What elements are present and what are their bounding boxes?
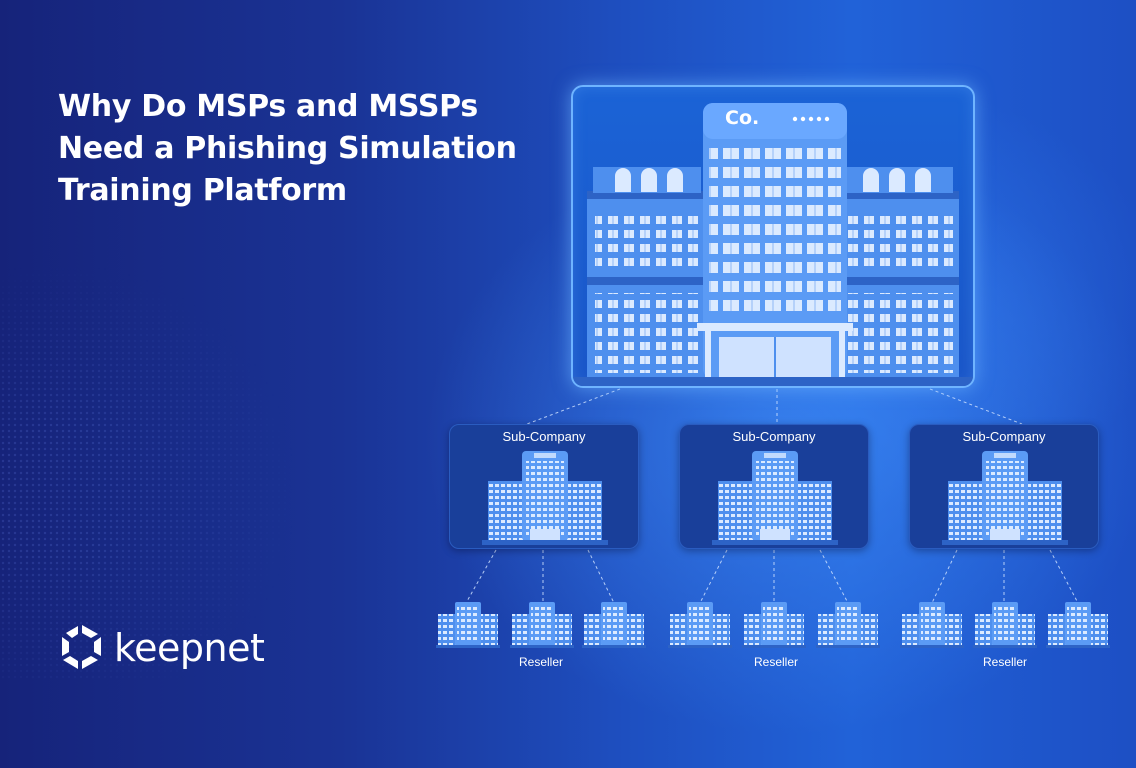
- reseller-building: [436, 600, 500, 648]
- connector-main-right: [929, 388, 1023, 425]
- keepnet-logo: keepnet: [58, 618, 265, 678]
- page-title: Why Do MSPs and MSSPs Need a Phishing Si…: [58, 86, 558, 212]
- title-line-1: Why Do MSPs and MSSPs: [58, 89, 478, 124]
- connector-main-left: [526, 388, 621, 425]
- reseller-building: [668, 600, 732, 648]
- connector-sub3-r3: [1049, 549, 1079, 604]
- keepnet-hexagon-icon: [62, 625, 101, 669]
- brand-name: keepnet: [114, 626, 265, 670]
- sub-company-building: [712, 447, 838, 545]
- reseller-building: [510, 600, 574, 648]
- title-line-3: Training Platform: [58, 173, 347, 208]
- reseller-building: [973, 600, 1037, 648]
- background-dot-pattern: [0, 260, 300, 680]
- reseller-building: [816, 600, 880, 648]
- reseller-building: [1046, 600, 1110, 648]
- sub-company-label: Sub-Company: [502, 429, 586, 444]
- sub-company-label: Sub-Company: [732, 429, 816, 444]
- reseller-building: [742, 600, 806, 648]
- sub-company-1: Sub-Company: [449, 424, 639, 549]
- sub-company-3: Sub-Company: [909, 424, 1099, 549]
- reseller-label-1: Reseller: [518, 655, 563, 669]
- main-company-building: [573, 103, 973, 386]
- title-line-2: Need a Phishing Simulation: [58, 131, 517, 166]
- sub-company-2: Sub-Company: [679, 424, 869, 549]
- company-sign: Co.: [725, 107, 760, 129]
- connector-sub3-r1: [931, 549, 958, 604]
- reseller-building: [900, 600, 964, 648]
- connector-sub2-r1: [699, 549, 728, 604]
- connector-sub1-r1: [465, 549, 497, 604]
- sub-company-building: [482, 447, 608, 545]
- connector-sub1-r3: [587, 549, 615, 604]
- sub-company-label: Sub-Company: [962, 429, 1046, 444]
- connector-sub2-r3: [819, 549, 849, 604]
- reseller-building: [582, 600, 646, 648]
- reseller-label-3: Reseller: [982, 655, 1027, 669]
- reseller-label-2: Reseller: [753, 655, 798, 669]
- main-company-frame: Co.: [571, 85, 975, 388]
- sub-company-building: [942, 447, 1068, 545]
